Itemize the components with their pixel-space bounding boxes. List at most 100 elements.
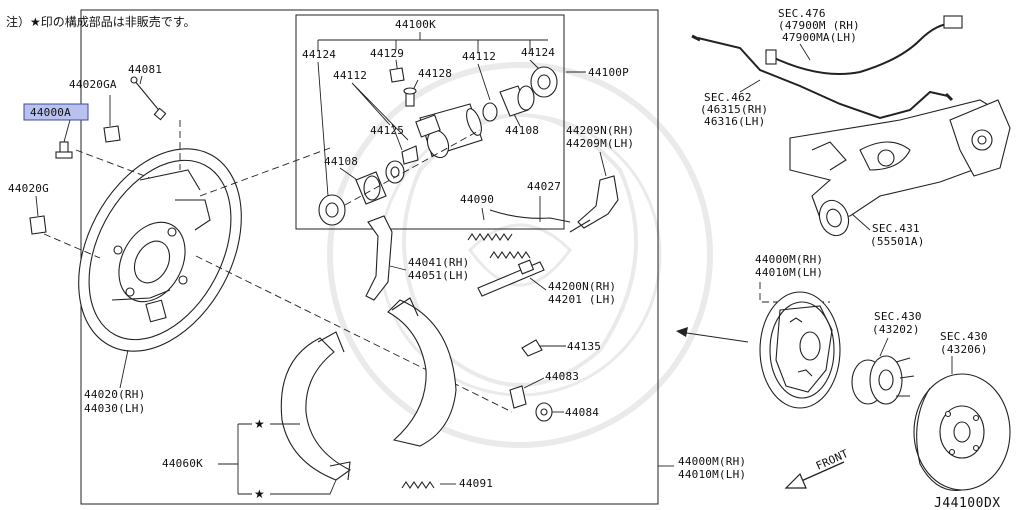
label-44200n-rh[interactable]: 44200N(RH) xyxy=(548,280,616,293)
label-sec430a-b[interactable]: (43202) xyxy=(872,323,920,336)
parking-brake-lever xyxy=(365,215,393,301)
label-sec430b-b[interactable]: (43206) xyxy=(940,343,988,356)
label-44060k[interactable]: 44060K xyxy=(162,457,203,470)
backing-plate xyxy=(78,148,242,352)
label-sec462-c[interactable]: 46316(LH) xyxy=(704,115,765,128)
spring-44083 xyxy=(509,385,527,409)
highlight-44000a xyxy=(23,103,89,121)
bolt-44000a xyxy=(55,119,73,159)
label-44030-lh[interactable]: 44030(LH) xyxy=(84,402,145,415)
dash-to-hold-pin xyxy=(195,255,513,413)
plug-44020g xyxy=(29,195,47,235)
label-sec431-a[interactable]: SEC.431 xyxy=(872,222,920,235)
rear-axle-beam xyxy=(789,99,1011,237)
label-44108-a[interactable]: 44108 xyxy=(324,155,358,168)
label-sec430b-a[interactable]: SEC.430 xyxy=(940,330,988,343)
pin-44081 xyxy=(130,75,167,121)
brake-shoe-front xyxy=(387,297,457,447)
label-44010m-lh-bottom[interactable]: 44010M(LH) xyxy=(678,468,746,481)
leader-sec476 xyxy=(799,43,811,61)
label-44209m-lh[interactable]: 44209M(LH) xyxy=(566,137,634,150)
adjuster-lever xyxy=(569,175,619,233)
label-44108-b[interactable]: 44108 xyxy=(505,124,539,137)
dash-to-cylinder xyxy=(199,147,331,197)
label-sec462-b[interactable]: (46315(RH) xyxy=(700,103,768,116)
label-44051-lh[interactable]: 44051(LH) xyxy=(408,269,469,282)
label-44201-lh[interactable]: 44201 (LH) xyxy=(548,293,616,306)
adjuster-strut xyxy=(477,259,545,297)
bracket-44100k xyxy=(317,32,548,52)
label-44020ga[interactable]: 44020GA xyxy=(69,78,117,91)
label-44124-a[interactable]: 44124 xyxy=(302,48,336,61)
wheel-cylinder-kit-frame xyxy=(295,14,565,230)
right-piston-parts xyxy=(482,66,558,122)
label-44020-rh[interactable]: 44020(RH) xyxy=(84,388,145,401)
label-44112-a[interactable]: 44112 xyxy=(333,69,367,82)
bracket-44060k xyxy=(218,423,252,495)
front-arrow xyxy=(784,461,845,489)
spring-44091 xyxy=(401,481,435,489)
label-44084[interactable]: 44084 xyxy=(565,406,599,419)
abs-sensor-harness xyxy=(765,15,963,75)
label-44000a[interactable]: 44000A xyxy=(30,106,71,119)
leader-sec430a xyxy=(879,337,889,357)
label-44090[interactable]: 44090 xyxy=(460,193,494,206)
dash-44020g xyxy=(43,233,101,259)
leader-sec462 xyxy=(739,79,761,93)
leader-44041 xyxy=(389,265,407,271)
leader-sec431 xyxy=(851,213,871,231)
label-44020g[interactable]: 44020G xyxy=(8,182,49,195)
label-sec476-c[interactable]: 47900MA(LH) xyxy=(782,31,857,44)
star-marker-upper: ★ xyxy=(254,417,265,431)
label-44135[interactable]: 44135 xyxy=(567,340,601,353)
brake-tube xyxy=(691,34,954,120)
leader-44200 xyxy=(529,277,547,291)
brake-shoe-rear xyxy=(280,331,352,481)
leader-44020 xyxy=(119,349,129,389)
label-44100p[interactable]: 44100P xyxy=(588,66,629,79)
label-44000m-rh-right[interactable]: 44000M(RH) xyxy=(755,253,823,266)
label-44010m-lh-right[interactable]: 44010M(LH) xyxy=(755,266,823,279)
assembly-arrow xyxy=(679,331,749,343)
kit-leaders xyxy=(317,59,541,197)
label-44027[interactable]: 44027 xyxy=(527,180,561,193)
grommet-44020ga xyxy=(103,95,121,143)
label-44100k[interactable]: 44100K xyxy=(395,18,436,31)
label-44209n-rh[interactable]: 44209N(RH) xyxy=(566,124,634,137)
dash-44000a xyxy=(75,149,151,179)
label-sec476-a[interactable]: SEC.476 xyxy=(778,7,826,20)
clip-44135 xyxy=(521,339,543,357)
star-marker-lower: ★ xyxy=(254,487,265,501)
hub-bearing xyxy=(851,355,915,405)
label-44000m-rh-bottom[interactable]: 44000M(RH) xyxy=(678,455,746,468)
star-leaders xyxy=(270,423,337,495)
leader-44083 xyxy=(523,377,545,389)
label-sec430a-a[interactable]: SEC.430 xyxy=(874,310,922,323)
label-44112-b[interactable]: 44112 xyxy=(462,50,496,63)
label-44091[interactable]: 44091 xyxy=(459,477,493,490)
leader-44090 xyxy=(481,207,485,221)
label-44081[interactable]: 44081 xyxy=(128,63,162,76)
spring-44090-b xyxy=(489,251,531,259)
label-44124-b[interactable]: 44124 xyxy=(521,46,555,59)
label-44129[interactable]: 44129 xyxy=(370,47,404,60)
label-sec431-b[interactable]: (55501A) xyxy=(870,235,925,248)
front-label: FRONT xyxy=(814,447,851,473)
label-44041-rh[interactable]: 44041(RH) xyxy=(408,256,469,269)
note-text: 注）★印の構成部品は非販売です。 xyxy=(6,14,196,29)
assembly-arrow-head xyxy=(676,327,688,337)
left-piston-parts xyxy=(318,145,419,226)
diagram-id: J44100DX xyxy=(934,496,1001,510)
adjuster-cable xyxy=(489,209,571,223)
label-sec476-b[interactable]: (47900M (RH) xyxy=(778,19,860,32)
label-sec462-a[interactable]: SEC.462 xyxy=(704,91,752,104)
brake-drum xyxy=(913,373,1011,492)
label-44083[interactable]: 44083 xyxy=(545,370,579,383)
dash-cylinder-axis xyxy=(344,129,481,206)
spring-44090 xyxy=(467,233,513,241)
leader-44209 xyxy=(599,151,607,177)
label-44128[interactable]: 44128 xyxy=(418,67,452,80)
retainer-44084 xyxy=(535,402,553,422)
brake-assembly-right xyxy=(759,291,841,409)
